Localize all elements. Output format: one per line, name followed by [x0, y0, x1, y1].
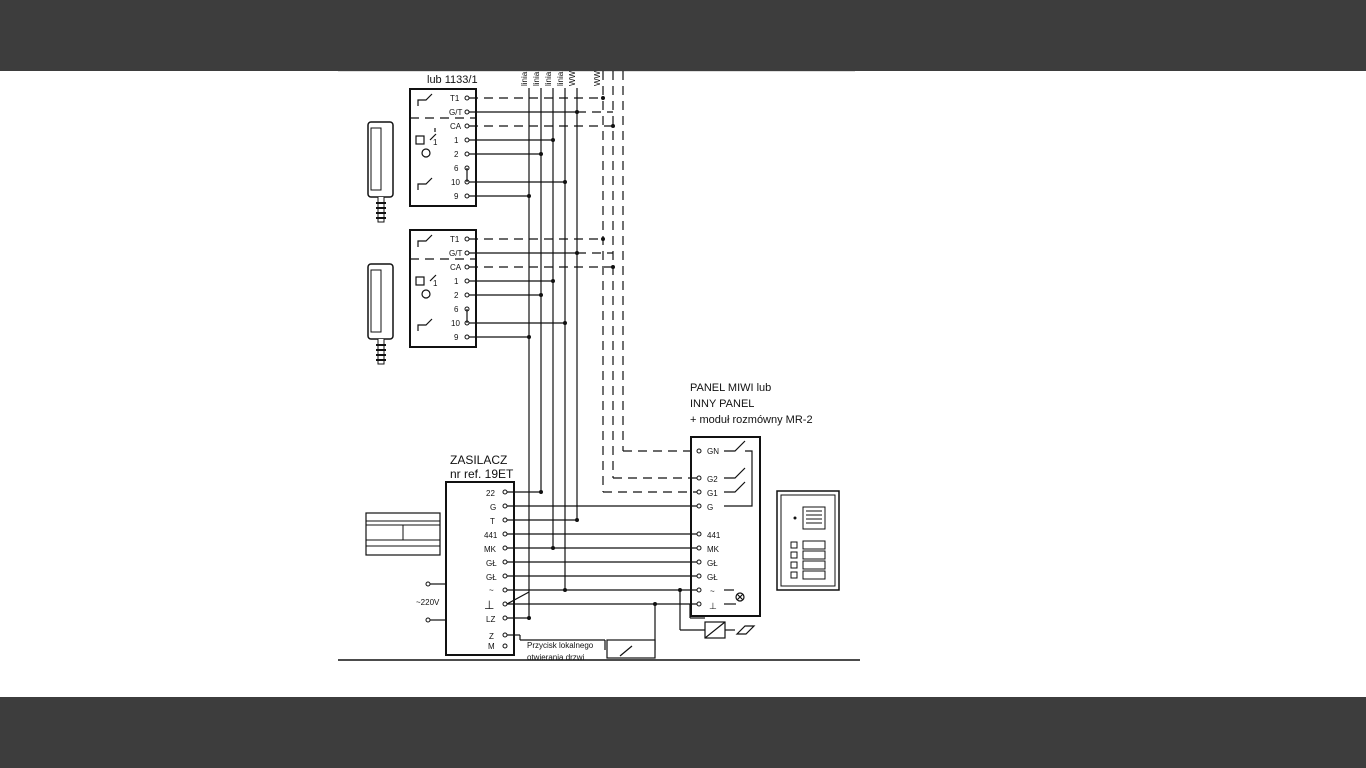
- terminal-label: 441: [707, 531, 721, 540]
- terminal-label: GŁ: [707, 559, 718, 568]
- terminal-label: G2: [707, 475, 718, 484]
- terminal-label: T1: [450, 235, 460, 244]
- terminal-label: 441: [484, 531, 498, 540]
- terminal-label: 22: [486, 489, 495, 498]
- bus-label: linia: [520, 71, 529, 86]
- bottom-letterbox-bar: [0, 697, 1366, 768]
- bus-label: WWW: [593, 71, 602, 86]
- dashed-bus-wires: [602, 71, 697, 493]
- wiring-diagram: linia linia linia linia WWW WWW lub 1133…: [338, 71, 860, 662]
- terminal-label: 6: [454, 305, 459, 314]
- terminal-label: 1: [454, 277, 459, 286]
- terminal-label: T1: [450, 94, 460, 103]
- terminal-label: ⊥: [709, 601, 717, 611]
- power-supply-icon: [365, 512, 441, 556]
- terminal-label: G/T: [449, 249, 462, 258]
- bus-label: linia: [544, 71, 553, 86]
- handset-model-label: lub 1133/1: [427, 74, 478, 86]
- terminal-label: MK: [707, 545, 720, 554]
- psu-title: ZASILACZ: [450, 453, 507, 467]
- power-supply-unit: ZASILACZ nr ref. 19ET 22 G T 441 MK GŁ G…: [445, 453, 515, 656]
- terminal-label: GŁ: [486, 573, 497, 582]
- electric-lock-icon: [704, 621, 756, 639]
- terminal-label: ~: [489, 586, 494, 595]
- terminal-label: ~: [710, 587, 715, 596]
- bus-label: WWW: [568, 71, 577, 86]
- local-button-label: Przycisk lokalnego: [527, 641, 594, 650]
- top-letterbox-bar: [0, 0, 1366, 71]
- terminal-label: CA: [450, 122, 462, 131]
- switch-label: 1: [433, 138, 438, 147]
- door-panel-unit: PANEL MIWI lub INNY PANEL + moduł rozmów…: [690, 382, 813, 617]
- switch-label: 1: [433, 279, 438, 288]
- panel-title: + moduł rozmówny MR-2: [690, 414, 813, 426]
- terminal-label: 9: [454, 333, 459, 342]
- bus-label: linia: [532, 71, 541, 86]
- terminal-label: G: [707, 503, 713, 512]
- terminal-label: 9: [454, 192, 459, 201]
- bus-label: linia: [556, 71, 565, 86]
- terminal-label: MK: [484, 545, 497, 554]
- bus-wires: [528, 88, 578, 620]
- door-panel-icon: [776, 490, 840, 591]
- terminal-label: 10: [451, 319, 460, 328]
- bus-labels: linia linia linia linia WWW WWW: [520, 71, 602, 86]
- terminal-label: 2: [454, 150, 459, 159]
- intercom-handset-icon: [367, 263, 394, 365]
- terminal-label: T: [490, 517, 495, 526]
- terminal-label: 1: [454, 136, 459, 145]
- handset-unit-1: lub 1133/1 1 T1 G/T CA 1 2 6 10 9: [409, 74, 615, 207]
- terminal-label: LZ: [486, 615, 495, 624]
- terminal-label: Z: [489, 632, 494, 641]
- intercom-handset-icon: [367, 121, 394, 223]
- terminal-label: GŁ: [486, 559, 497, 568]
- handset-unit-2: 1 T1 G/T CA 1 2 6 10 9: [409, 229, 615, 348]
- panel-title: INNY PANEL: [690, 398, 754, 410]
- mains-label: ~220V: [416, 598, 440, 607]
- mains-input: ~220V: [416, 581, 446, 623]
- terminal-label: CA: [450, 263, 462, 272]
- terminal-label: GŁ: [707, 573, 718, 582]
- terminal-label: G/T: [449, 108, 462, 117]
- terminal-label: G1: [707, 489, 718, 498]
- terminal-label: GN: [707, 447, 719, 456]
- terminal-label: M: [488, 642, 495, 651]
- local-door-button: Przycisk lokalnego otwierania drzwi: [527, 639, 656, 662]
- panel-title: PANEL MIWI lub: [690, 382, 771, 394]
- diagram-canvas: linia linia linia linia WWW WWW lub 1133…: [0, 71, 1366, 697]
- terminal-label: 6: [454, 164, 459, 173]
- local-button-label: otwierania drzwi: [527, 653, 585, 662]
- terminal-label: ⊥: [484, 598, 494, 612]
- terminal-label: 2: [454, 291, 459, 300]
- psu-panel-wires: [506, 490, 705, 651]
- terminal-label: 10: [451, 178, 460, 187]
- psu-title: nr ref. 19ET: [450, 467, 514, 481]
- terminal-label: G: [490, 503, 496, 512]
